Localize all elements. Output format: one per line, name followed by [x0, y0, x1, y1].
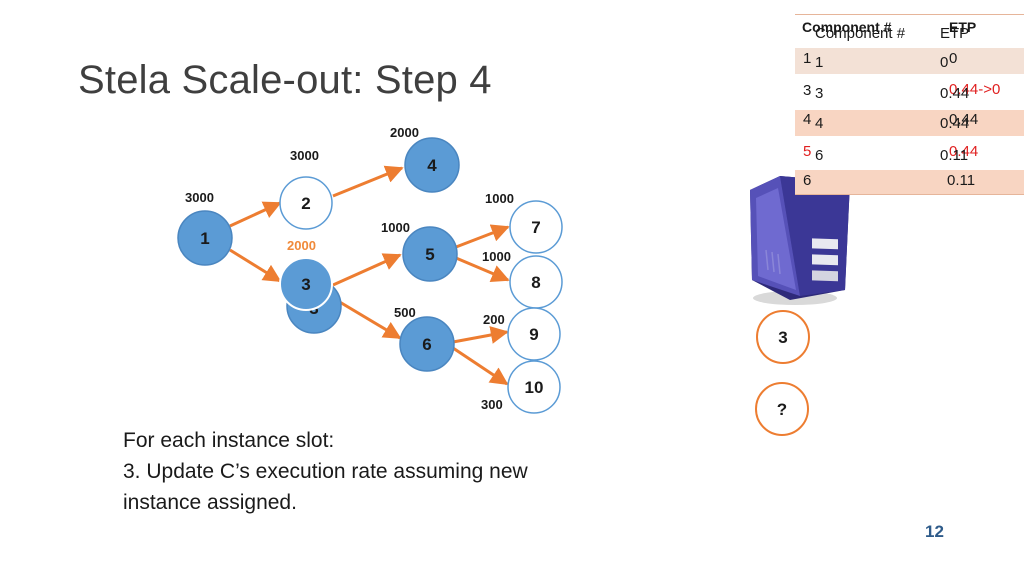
- node-4: 4: [404, 137, 460, 193]
- machine-slot-2-label: ?: [777, 400, 787, 419]
- table-row: 4 4 0.44 0.44: [795, 110, 1024, 136]
- node-9: 9: [507, 307, 561, 361]
- node-3-label: 3: [301, 275, 310, 294]
- table-row: 5 6 0.44 0.11: [795, 142, 1024, 168]
- header-component-ghost: Component #: [802, 19, 892, 35]
- row-ghost-etp: 0: [949, 50, 958, 67]
- page-number: 12: [925, 522, 944, 541]
- node-9-label: 9: [529, 325, 538, 344]
- node-1: 1: [177, 210, 233, 266]
- row-etp: 0.11: [940, 147, 969, 164]
- rate-label-3: 2000: [287, 238, 316, 253]
- node-5: 5: [402, 226, 458, 282]
- row-ghost-id: 5: [803, 143, 812, 160]
- header-component: Component #: [815, 25, 906, 42]
- row-ghost-id: 4: [803, 111, 812, 128]
- edge-1-3: [229, 248, 282, 283]
- node-6: 6: [399, 316, 455, 372]
- edge-3-5: [332, 253, 402, 287]
- edge-1-2: [229, 201, 282, 228]
- node-3: 3: [279, 257, 333, 311]
- rate-label-6: 500: [394, 305, 416, 320]
- rate-label-1: 3000: [185, 190, 214, 205]
- rate-label-2: 3000: [290, 148, 319, 163]
- rate-label-9: 200: [483, 312, 505, 327]
- rate-label-7: 1000: [485, 191, 514, 206]
- node-5-label: 5: [425, 245, 434, 264]
- rate-label-10: 300: [481, 397, 503, 412]
- node-8: 8: [509, 255, 563, 309]
- row-ghost-id: 3: [803, 82, 812, 99]
- machine-slot-1-label: 3: [778, 328, 787, 347]
- slide-title: Stela Scale-out: Step 4: [78, 58, 492, 102]
- rate-label-8: 1000: [482, 249, 511, 264]
- server-icon: [750, 176, 850, 305]
- node-4-label: 4: [427, 156, 437, 175]
- table-row: 6 0.11: [795, 170, 1024, 195]
- etp-table-header: Component # ETP Component # ETP: [795, 14, 1024, 42]
- edge-5-8: [455, 256, 510, 282]
- row-id: 4: [815, 115, 824, 132]
- body-line-2: 3. Update C’s execution rate assuming ne…: [123, 460, 528, 483]
- row-ghost-id: 1: [803, 50, 812, 67]
- body-text: For each instance slot: 3. Update C’s ex…: [123, 425, 528, 518]
- node-10: 10: [507, 360, 561, 414]
- edge-6-9: [452, 326, 509, 344]
- node-7-label: 7: [531, 218, 540, 237]
- machine-slot-2: ?: [755, 382, 809, 436]
- node-8-label: 8: [531, 273, 540, 292]
- row-ghost-etp: 0.44->0: [949, 81, 1001, 98]
- row-etp: 0.44: [940, 115, 970, 132]
- body-line-1: For each instance slot:: [123, 429, 335, 452]
- rate-label-5: 1000: [381, 220, 410, 235]
- row-etp: 0.44: [940, 85, 970, 102]
- edge-6-10: [452, 346, 509, 386]
- edge-5-7: [455, 224, 510, 249]
- edge-3-6: [332, 296, 402, 340]
- body-line-3: instance assigned.: [123, 491, 297, 514]
- row-id: 1: [815, 54, 824, 71]
- node-1-label: 1: [200, 229, 209, 248]
- row-ghost-etp: 0.44: [949, 143, 979, 160]
- rate-label-4: 2000: [390, 125, 419, 140]
- machine-slot-1: 3: [756, 310, 810, 364]
- node-2: 2: [279, 176, 333, 230]
- node-7: 7: [509, 200, 563, 254]
- table-row: 1 1 0 0: [795, 48, 1024, 74]
- header-etp-ghost: ETP: [949, 19, 977, 35]
- table-row: 3 3 0.44->0 0.44: [795, 80, 1024, 106]
- edge-2-4: [332, 165, 404, 198]
- row-id: 3: [815, 85, 824, 102]
- node-2-label: 2: [301, 194, 310, 213]
- row-ghost-etp: 0.44: [949, 111, 979, 128]
- row-etp: 0.11: [947, 172, 976, 189]
- row-etp: 0: [940, 54, 949, 71]
- edges: [229, 165, 510, 386]
- header-etp: ETP: [940, 25, 970, 42]
- row-ghost-id: 6: [803, 172, 812, 189]
- row-id: 6: [815, 147, 824, 164]
- node-10-label: 10: [525, 378, 544, 397]
- node-6-label: 6: [422, 335, 431, 354]
